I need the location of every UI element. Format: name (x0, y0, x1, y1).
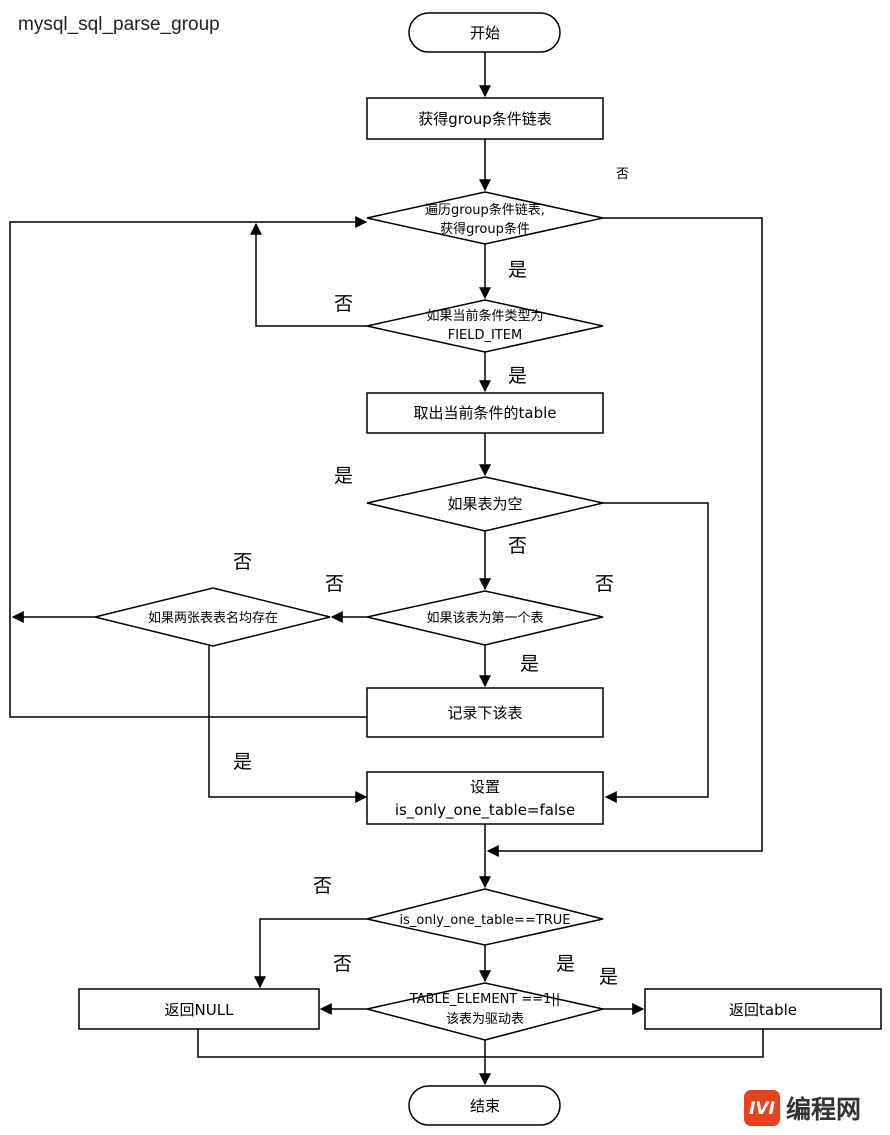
label-two-yes: 是 (233, 751, 252, 773)
return-table-node: 返回table (644, 988, 882, 1030)
label-only-one-no: 否 (313, 875, 332, 897)
edge-two-tables-yes (208, 645, 368, 803)
label-loop-yes: 是 (508, 259, 527, 281)
end-label: 结束 (470, 1097, 500, 1115)
record-table-node: 记录下该表 (366, 687, 604, 738)
edge-returns-merge (197, 1029, 764, 1058)
loop-label-2: 获得group条件 (440, 221, 530, 237)
edge-labels: 否 是 否 是 是 否 否 否 是 否 是 否 否 是 是 (233, 167, 629, 988)
record-table-label: 记录下该表 (447, 704, 522, 722)
two-tables-decision: 如果两张表表名均存在 (94, 587, 331, 647)
only-one-label: is_only_one_table==TRUE (400, 913, 571, 928)
label-element-yes-right: 是 (599, 966, 618, 988)
element-decision: TABLE_ELEMENT ==1|| 该表为驱动表 (366, 982, 604, 1041)
set-flag-node: 设置 is_only_one_table=false (366, 771, 604, 825)
start-label: 开始 (470, 24, 500, 42)
loop-label-1: 遍历group条件链表, (425, 202, 545, 218)
label-two-no: 否 (233, 551, 252, 573)
edge-field-no-to-loop (250, 222, 367, 327)
site-watermark: IVI 编程网 (744, 1090, 861, 1126)
edge-only-one-no (254, 918, 367, 989)
two-tables-label: 如果两张表表名均存在 (148, 610, 278, 626)
label-empty-no: 否 (508, 535, 527, 557)
label-first-no-left: 否 (325, 573, 344, 595)
field-item-label-1: 如果当前条件类型为 (426, 308, 543, 324)
end-node: 结束 (408, 1085, 561, 1126)
first-table-decision: 如果该表为第一个表 (366, 590, 604, 646)
get-group-list-node: 获得group条件链表 (366, 97, 604, 140)
field-item-decision: 如果当前条件类型为 FIELD_ITEM (366, 299, 604, 353)
diagram-title: mysql_sql_parse_group (18, 14, 220, 35)
label-field-yes: 是 (508, 365, 527, 387)
first-table-label: 如果该表为第一个表 (426, 610, 543, 626)
get-group-list-label: 获得group条件链表 (418, 110, 552, 128)
watermark-logo-icon (744, 1090, 780, 1126)
loop-decision: 遍历group条件链表, 获得group条件 (366, 191, 604, 245)
label-field-no: 否 (334, 293, 353, 315)
label-element-yes-mid: 是 (556, 953, 575, 975)
return-null-node: 返回NULL (78, 988, 320, 1030)
field-item-label-2: FIELD_ITEM (448, 328, 522, 343)
set-flag-label-2: is_only_one_table=false (395, 801, 575, 820)
edge-loop-no-to-merge (486, 217, 763, 857)
table-empty-decision: 如果表为空 (366, 476, 604, 532)
label-first-no-right: 否 (595, 573, 614, 595)
connectors (9, 52, 764, 1086)
start-node: 开始 (408, 12, 561, 53)
take-table-node: 取出当前条件的table (366, 392, 604, 434)
set-flag-label-1: 设置 (470, 778, 500, 796)
take-table-label: 取出当前条件的table (414, 404, 557, 422)
edge-record-to-loop (9, 216, 368, 718)
element-label-1: TABLE_ELEMENT ==1|| (409, 992, 560, 1007)
element-label-2: 该表为驱动表 (446, 1012, 524, 1027)
watermark-site-text: 编程网 (786, 1095, 861, 1124)
return-table-label: 返回table (729, 1001, 797, 1019)
table-empty-label: 如果表为空 (447, 495, 522, 513)
only-one-decision: is_only_one_table==TRUE (366, 888, 604, 946)
label-loop-no: 否 (616, 167, 629, 182)
watermark-logo-text: IVI (749, 1099, 775, 1119)
label-first-yes: 是 (520, 653, 539, 675)
label-element-no: 否 (333, 953, 352, 975)
edge-empty-yes-to-set (603, 502, 709, 803)
return-null-label: 返回NULL (165, 1001, 235, 1019)
label-empty-yes: 是 (334, 465, 353, 487)
